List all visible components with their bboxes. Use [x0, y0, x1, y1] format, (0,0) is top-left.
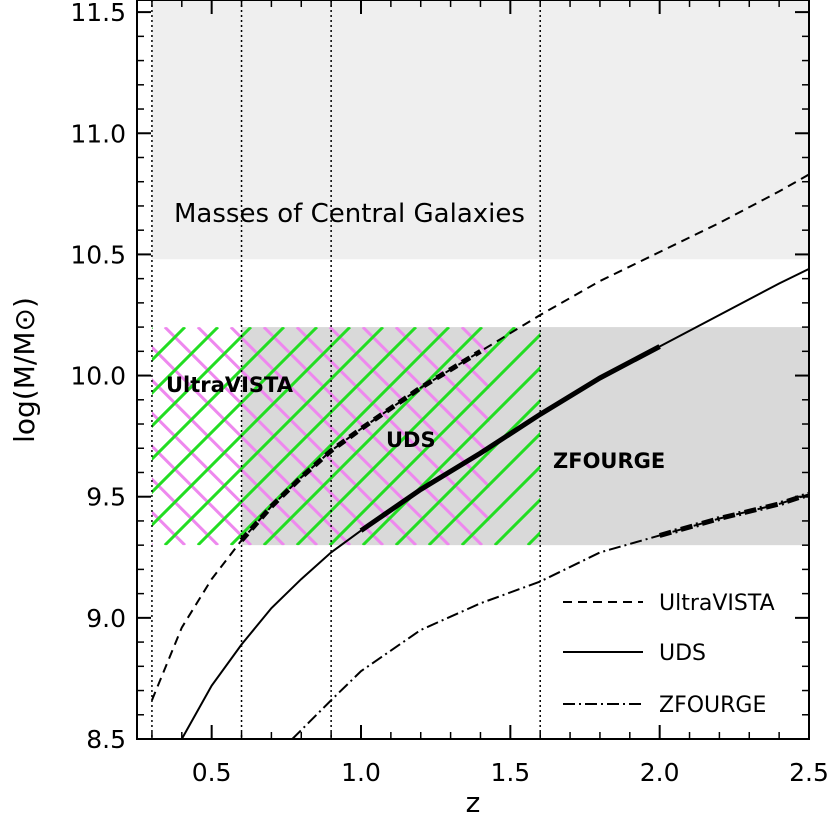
uds-green-hatch-line — [151, 327, 285, 462]
uds-green-hatch-line — [427, 431, 541, 546]
x-tick-label: 2.5 — [789, 758, 829, 787]
legend-label-zfourge: ZFOURGE — [659, 693, 766, 718]
grey-region — [241, 327, 809, 546]
y-tick-label: 9.5 — [86, 483, 126, 512]
ultravista-pink-hatch-line — [394, 327, 490, 423]
tick-labels: 0.5 1.0 1.5 2.0 2.5 8.5 9.0 9.5 10.0 10.5 11.0 11.5 — [70, 0, 829, 787]
hatch-patterns — [151, 327, 541, 546]
x-tick-label: 1.0 — [341, 758, 381, 787]
series-highlight-zfourge — [658, 491, 809, 538]
uds-green-hatch-line — [151, 327, 219, 396]
uds-green-hatch-line — [295, 327, 516, 546]
axis-ticks — [137, 0, 810, 740]
legend-label-ultravista: UltraVISTA — [659, 591, 775, 616]
series-highlight-uds — [359, 344, 661, 533]
legend-label-uds: UDS — [659, 641, 706, 666]
uds-green-hatch-line — [328, 332, 541, 546]
x-tick-label: 0.5 — [192, 758, 232, 787]
uds-green-hatch-line — [151, 327, 252, 429]
ultravista-pink-hatch-line — [151, 444, 252, 546]
y-tick-label: 10.0 — [70, 362, 126, 391]
y-tick-label: 11.0 — [70, 119, 126, 148]
region-label-zfourge: ZFOURGE — [553, 449, 665, 473]
ultravista-pink-hatch-line — [151, 477, 219, 546]
uds-green-hatch-line — [151, 327, 318, 495]
x-axis-title: z — [466, 786, 481, 819]
y-tick-label: 8.5 — [86, 725, 126, 754]
plot-frame — [136, 0, 810, 740]
uds-green-hatch-line — [229, 327, 450, 546]
series-highlight-ultravista — [239, 349, 482, 542]
uds-green-hatch — [151, 327, 541, 546]
vertical-dotted-lines — [151, 0, 541, 739]
uds-green-hatch-line — [262, 327, 483, 546]
y-tick-label: 9.0 — [86, 604, 126, 633]
region-label-uds: UDS — [386, 428, 436, 452]
x-tick-label: 1.5 — [490, 758, 530, 787]
central-galaxies-label: Masses of Central Galaxies — [174, 199, 525, 229]
uds-green-hatch-line — [361, 365, 541, 546]
curves — [151, 173, 809, 739]
y-tick-label: 10.5 — [70, 240, 126, 269]
uds-green-hatch-line — [493, 497, 541, 546]
central-galaxies-band — [151, 0, 809, 260]
x-tick-label: 2.0 — [640, 758, 680, 787]
legend: UltraVISTA UDS ZFOURGE — [563, 591, 775, 718]
y-tick-label: 11.5 — [70, 0, 126, 27]
uds-green-hatch-line — [163, 327, 384, 546]
uds-green-hatch-line — [460, 464, 541, 546]
uds-green-hatch-line — [196, 327, 417, 546]
y-axis-title: log(M/M⊙) — [8, 297, 41, 443]
region-label-ultravista: UltraVISTA — [166, 373, 294, 397]
background-bands — [151, 0, 809, 546]
